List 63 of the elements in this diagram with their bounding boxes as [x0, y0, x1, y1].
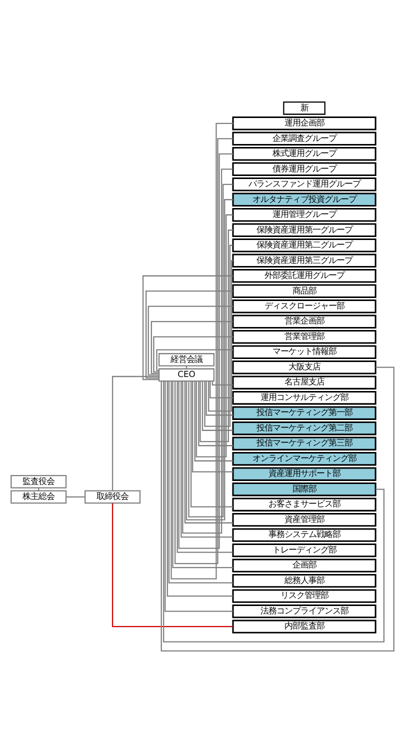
- node-box: 保険資産運用第三グループ: [232, 254, 376, 268]
- node-box: 取締役会: [84, 490, 141, 504]
- connector: [142, 275, 233, 380]
- connector: [146, 290, 233, 379]
- node-box: 経営会議: [158, 353, 214, 366]
- node-box: 資産運用サポート部: [232, 467, 376, 481]
- node-box: ディスクロージャー部: [232, 300, 376, 314]
- node-box: 新: [283, 101, 326, 115]
- node-box: 企画部: [232, 558, 376, 572]
- node-box: 名古屋支店: [232, 376, 376, 390]
- node-box: バランスファンド運用グループ: [232, 178, 376, 192]
- connector: [206, 381, 233, 416]
- connector: [192, 381, 233, 472]
- node-box: 企業調査グループ: [232, 132, 376, 146]
- node-box: 法務コンプライアンス部: [232, 604, 376, 618]
- connector: [210, 381, 233, 398]
- node-box: 内部監査部: [232, 620, 376, 634]
- node-box: 運用企画部: [232, 116, 376, 130]
- node-box: オルタナティブ投資グループ: [232, 192, 376, 206]
- node-box: 株主総会: [10, 490, 67, 504]
- node-box: 投信マーケティング第三部: [232, 436, 376, 450]
- connector: [190, 381, 233, 508]
- connector: [204, 244, 233, 427]
- node-box: 総務人事部: [232, 574, 376, 588]
- node-box: 保険資産運用第二グループ: [232, 238, 376, 252]
- node-box: オンラインマーケティング部: [232, 452, 376, 466]
- connector: [184, 381, 233, 524]
- connector: [208, 260, 234, 412]
- node-box: お客さまサービス部: [232, 498, 376, 512]
- node-box: マーケット情報部: [232, 345, 376, 359]
- connector: [196, 214, 233, 458]
- connector: [200, 230, 233, 442]
- node-box: 外部委託運用グループ: [232, 269, 376, 283]
- node-box: 国際部: [232, 482, 376, 496]
- node-box: 大阪支店: [232, 360, 376, 374]
- connector: [180, 381, 233, 538]
- connector: [194, 381, 233, 462]
- connector: [148, 306, 233, 376]
- node-box: トレーディング部: [232, 543, 376, 558]
- node-box: 運用コンサルティング部: [232, 390, 376, 405]
- node-box: 投信マーケティング第二部: [232, 421, 376, 436]
- node-box: 営業企画部: [232, 314, 376, 328]
- node-box: 株式運用グループ: [232, 147, 376, 161]
- connector: [150, 321, 233, 374]
- node-box: 保険資産運用第一グループ: [232, 223, 376, 237]
- node-box: 監査役会: [10, 475, 67, 488]
- connector: [202, 381, 233, 431]
- node-box: 投信マーケティング第一部: [232, 406, 376, 420]
- node-box: 債券運用グループ: [232, 162, 376, 176]
- node-box: 運用管理グループ: [232, 208, 376, 222]
- connector: [112, 503, 233, 628]
- node-box: 事務システム戦略部: [232, 528, 376, 542]
- node-box: 営業管理部: [232, 330, 376, 344]
- node-box: 商品部: [232, 284, 376, 298]
- node-box: CEO: [158, 368, 214, 382]
- node-box: リスク管理部: [232, 589, 376, 603]
- connector: [212, 381, 233, 386]
- connector: [198, 381, 233, 446]
- connector: [66, 496, 85, 498]
- connector: [176, 381, 233, 553]
- node-box: 資産管理部: [232, 512, 376, 527]
- connector: [153, 336, 233, 372]
- connector: [112, 376, 159, 491]
